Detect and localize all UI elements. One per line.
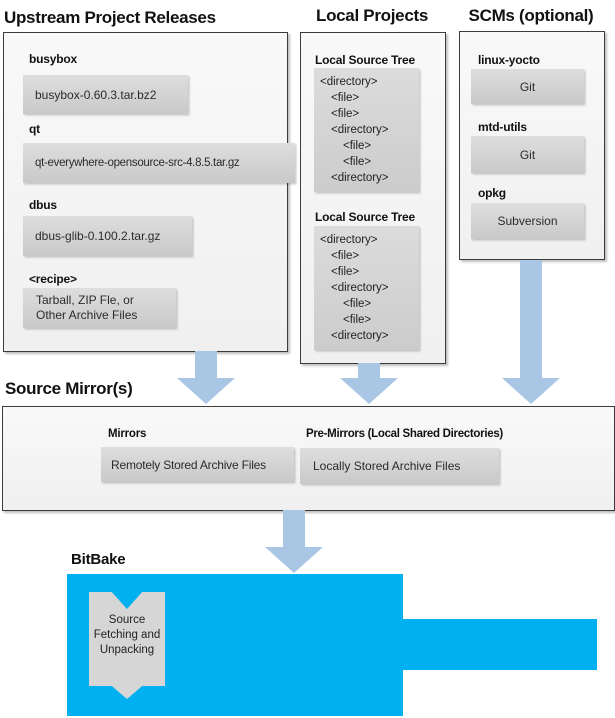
arrow-shaft <box>520 260 542 378</box>
scm-type: Git <box>519 147 536 162</box>
mirrors-label: Mirrors <box>108 428 147 440</box>
tree-entry: <directory> <box>320 76 378 88</box>
tree-entry: <file> <box>343 140 372 152</box>
source-mirrors-panel: Mirrors Remotely Stored Archive Files Pr… <box>2 406 615 511</box>
tree-entry: <directory> <box>331 282 389 294</box>
scm-recipe-label: linux-yocto <box>478 53 540 67</box>
tree-entry: <file> <box>343 298 372 310</box>
tree-entry: <file> <box>343 314 372 326</box>
source-fetching-step-shape: Source Fetching and Unpacking <box>89 592 165 699</box>
scm-type: Git <box>519 79 536 94</box>
scm-type-box: Git <box>471 136 584 173</box>
mirrors-box: Remotely Stored Archive Files <box>101 447 294 482</box>
bitbake-title: BitBake <box>71 551 126 568</box>
archive-file-line: Other Archive Files <box>36 308 138 322</box>
tree-entry: <file> <box>331 250 360 262</box>
arrow-shaft <box>195 351 217 378</box>
tree-entry: <file> <box>331 92 360 104</box>
archive-file-box: qt-everywhere-opensource-src-4.8.5.tar.g… <box>23 143 295 183</box>
archive-file-name: dbus-glib-0.100.2.tar.gz <box>35 229 161 243</box>
arrow-head-icon <box>177 378 235 404</box>
pointer-line: Source <box>108 614 146 626</box>
premirrors-label: Pre-Mirrors (Local Shared Directories) <box>306 428 503 440</box>
scm-recipe-label: opkg <box>478 186 506 200</box>
scm-type-box: Subversion <box>471 203 584 239</box>
scm-type: Subversion <box>497 214 558 228</box>
scm-recipe-label: mtd-utils <box>478 120 527 134</box>
upstream-releases-panel: busybox busybox-0.60.3.tar.bz2 qt qt-eve… <box>3 32 295 352</box>
tree-entry: <directory> <box>331 172 389 184</box>
local-projects-panel: Local Source Tree <directory> <file> <fi… <box>300 32 446 364</box>
local-projects-title: Local Projects <box>315 6 428 25</box>
tree-entry: <directory> <box>331 330 389 342</box>
local-source-tree-label: Local Source Tree <box>315 210 415 224</box>
tree-entry: <file> <box>331 108 360 120</box>
recipe-name-label: qt <box>29 122 40 136</box>
tree-entry: <file> <box>331 266 360 278</box>
archive-file-box: busybox-0.60.3.tar.bz2 <box>23 75 188 114</box>
bitbake-output-bar <box>403 619 597 670</box>
premirrors-box: Locally Stored Archive Files <box>300 448 499 484</box>
scms-title: SCMs (optional) <box>468 6 594 25</box>
arrow-head-icon <box>265 547 323 573</box>
premirrors-box-text: Locally Stored Archive Files <box>313 459 461 473</box>
archive-file-box: Tarball, ZIP Fle, or Other Archive Files <box>23 288 176 328</box>
mirrors-box-text: Remotely Stored Archive Files <box>111 457 266 472</box>
archive-file-box: dbus-glib-0.100.2.tar.gz <box>23 216 192 256</box>
archive-file-name: busybox-0.60.3.tar.bz2 <box>35 87 157 102</box>
upstream-releases-title: Upstream Project Releases <box>4 8 216 27</box>
scm-type-box: Git <box>471 69 584 104</box>
tree-entry: <file> <box>343 156 372 168</box>
arrow-shaft <box>283 510 305 547</box>
pointer-line: Unpacking <box>99 644 155 656</box>
source-mirrors-title: Source Mirror(s) <box>5 379 133 398</box>
local-source-tree-box: <directory> <file> <file> <directory> <f… <box>314 226 419 350</box>
scms-panel: linux-yocto Git mtd-utils Git opkg Subve… <box>459 31 605 260</box>
arrow-head-icon <box>502 378 560 404</box>
pointer-line: Fetching and <box>93 629 161 641</box>
local-source-tree-box: <directory> <file> <file> <directory> <f… <box>314 68 419 192</box>
arrow-shaft <box>358 363 380 378</box>
tree-entry: <directory> <box>331 124 389 136</box>
local-source-tree-label: Local Source Tree <box>315 53 415 67</box>
recipe-name-label: <recipe> <box>29 272 77 286</box>
tree-entry: <directory> <box>320 234 378 246</box>
recipe-name-label: dbus <box>29 198 57 212</box>
recipe-name-label: busybox <box>29 52 77 66</box>
archive-file-name: qt-everywhere-opensource-src-4.8.5.tar.g… <box>35 157 240 169</box>
arrow-head-icon <box>340 378 398 404</box>
archive-file-line: Tarball, ZIP Fle, or <box>36 293 134 307</box>
